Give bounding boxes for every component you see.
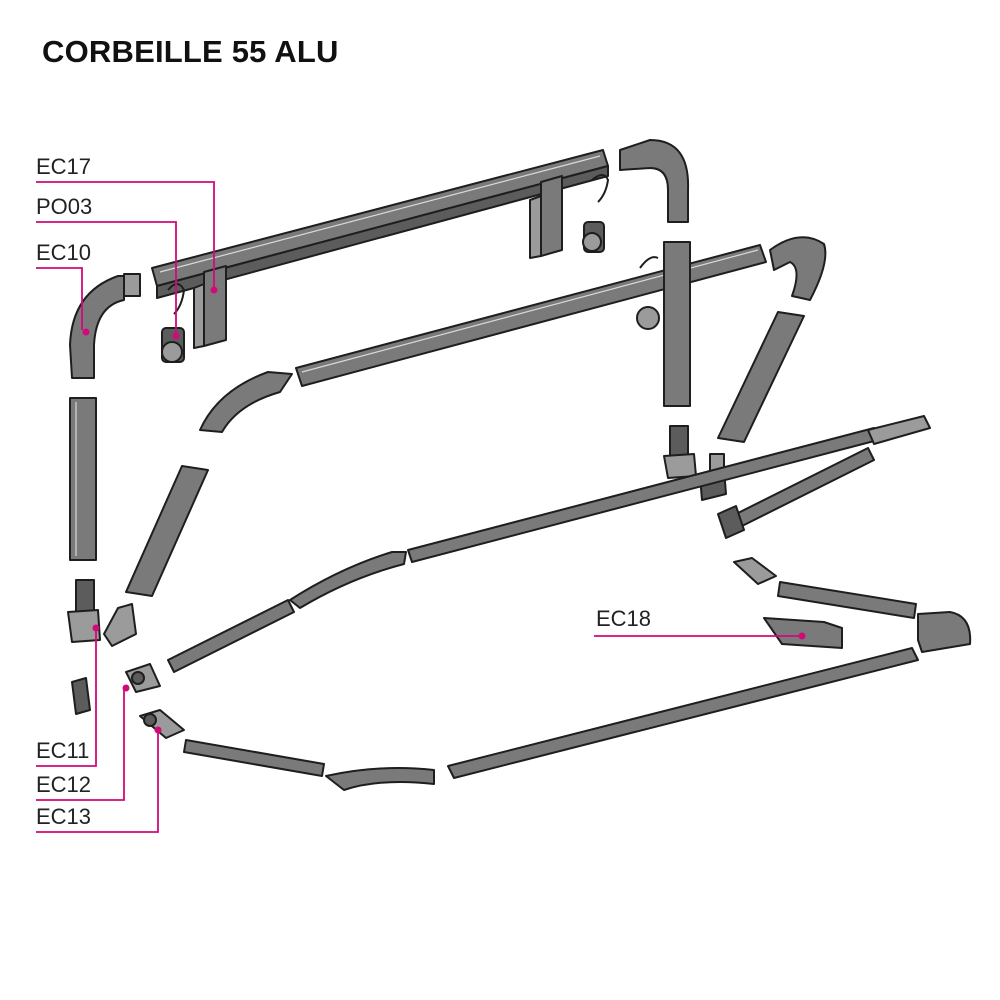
leader-ec11 [36,628,97,767]
leader-ec12 [36,688,125,801]
left-hinge-upper [67,579,101,643]
hook-roller-right [582,174,609,253]
bottom-corner-elbow [917,611,972,653]
leader-lines [36,181,806,833]
leader-ec10 [36,267,83,330]
middle-right-tube [717,311,805,443]
top-back-rail [151,149,609,299]
bottom-front-right-bar [447,647,919,779]
diagonal-arm-right [723,415,931,533]
leader-ec17 [36,181,215,290]
left-clip [71,677,91,715]
label-po03: PO03 [36,194,92,219]
front-left-diagonal [167,599,295,673]
front-curved-segment [289,551,407,609]
bottom-front-curve [325,767,435,791]
left-vertical-tube [69,397,97,561]
rail-bracket-left [193,265,227,349]
middle-left-elbow [199,371,293,433]
middle-left-tube [125,465,209,597]
leader-po03 [36,221,177,336]
label-ec10: EC10 [36,240,91,265]
ec13-joint [139,709,185,739]
label-ec18: EC18 [596,606,651,631]
arm-end-joint [717,505,745,539]
top-left-elbow [69,273,141,379]
page-title: CORBEILLE 55 ALU [42,34,339,69]
label-ec11: EC11 [36,738,89,763]
label-ec17: EC17 [36,154,91,179]
middle-right-elbow [769,236,827,301]
middle-top-rail [295,244,767,387]
center-vertical-tube [663,241,691,407]
long-diagonal-rail [407,427,879,563]
top-right-elbow [619,139,690,223]
center-hook-roller [636,256,660,330]
ec12-joint [125,663,161,693]
left-hinge-arm [103,603,137,647]
label-ec12: EC12 [36,772,91,797]
leader-ec13 [36,730,159,833]
bottom-back-bar [777,581,917,619]
bottom-front-left-bar [183,739,325,777]
rail-bracket-right [529,175,563,259]
label-ec13: EC13 [36,804,91,829]
bottom-back-hinge [733,557,777,585]
